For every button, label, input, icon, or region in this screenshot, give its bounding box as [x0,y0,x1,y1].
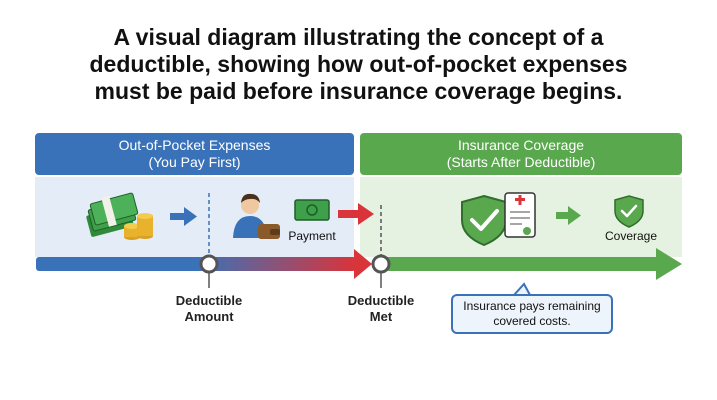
deductible-amount-label: Deductible Amount [164,293,254,325]
deductible-met-label: Deductible Met [336,293,426,325]
money-stack-icon [86,192,139,237]
out-of-pocket-heading: Out-of-Pocket Expenses (You Pay First) [35,133,354,175]
out-of-pocket-heading-line-1: Out-of-Pocket Expenses [118,137,271,153]
medical-document-icon [504,192,536,238]
deductible-met-marker [371,254,391,288]
title-line-1: A visual diagram illustrating the concep… [113,24,604,50]
deductible-amount-marker [199,254,219,288]
cash-bill-icon [294,199,330,221]
timeline-bar [36,248,682,280]
insurance-coverage-heading-line-2: (Starts After Deductible) [446,154,596,170]
coins-icon [124,213,153,240]
insurance-pays-callout: Insurance pays remaining covered costs. [451,294,613,334]
arrow-right-icon [170,207,197,226]
arrow-right-green-icon [556,206,581,225]
deductible-met-label-line-2: Met [369,309,393,324]
insurance-coverage-heading: Insurance Coverage (Starts After Deducti… [360,133,682,175]
coverage-shield-icon [614,195,644,228]
wallet-icon [258,224,280,239]
payment-label: Payment [288,229,336,243]
deductible-amount-label-line-2: Amount [184,309,234,324]
callout-line-1: Insurance pays remaining [463,299,601,313]
callout-line-2: covered costs. [493,314,571,328]
shield-check-icon [461,194,507,247]
diagram-title: A visual diagram illustrating the concep… [20,24,697,105]
arrow-right-red-icon [338,203,374,225]
title-line-3: must be paid before insurance coverage b… [94,78,623,104]
deductible-met-label-line-1: Deductible [347,293,415,308]
coverage-label: Coverage [604,229,658,243]
title-line-2: deductible, showing how out-of-pocket ex… [89,51,628,77]
out-of-pocket-heading-line-2: (You Pay First) [148,154,241,170]
insurance-coverage-heading-line-1: Insurance Coverage [457,137,585,153]
deductible-amount-label-line-1: Deductible [175,293,243,308]
